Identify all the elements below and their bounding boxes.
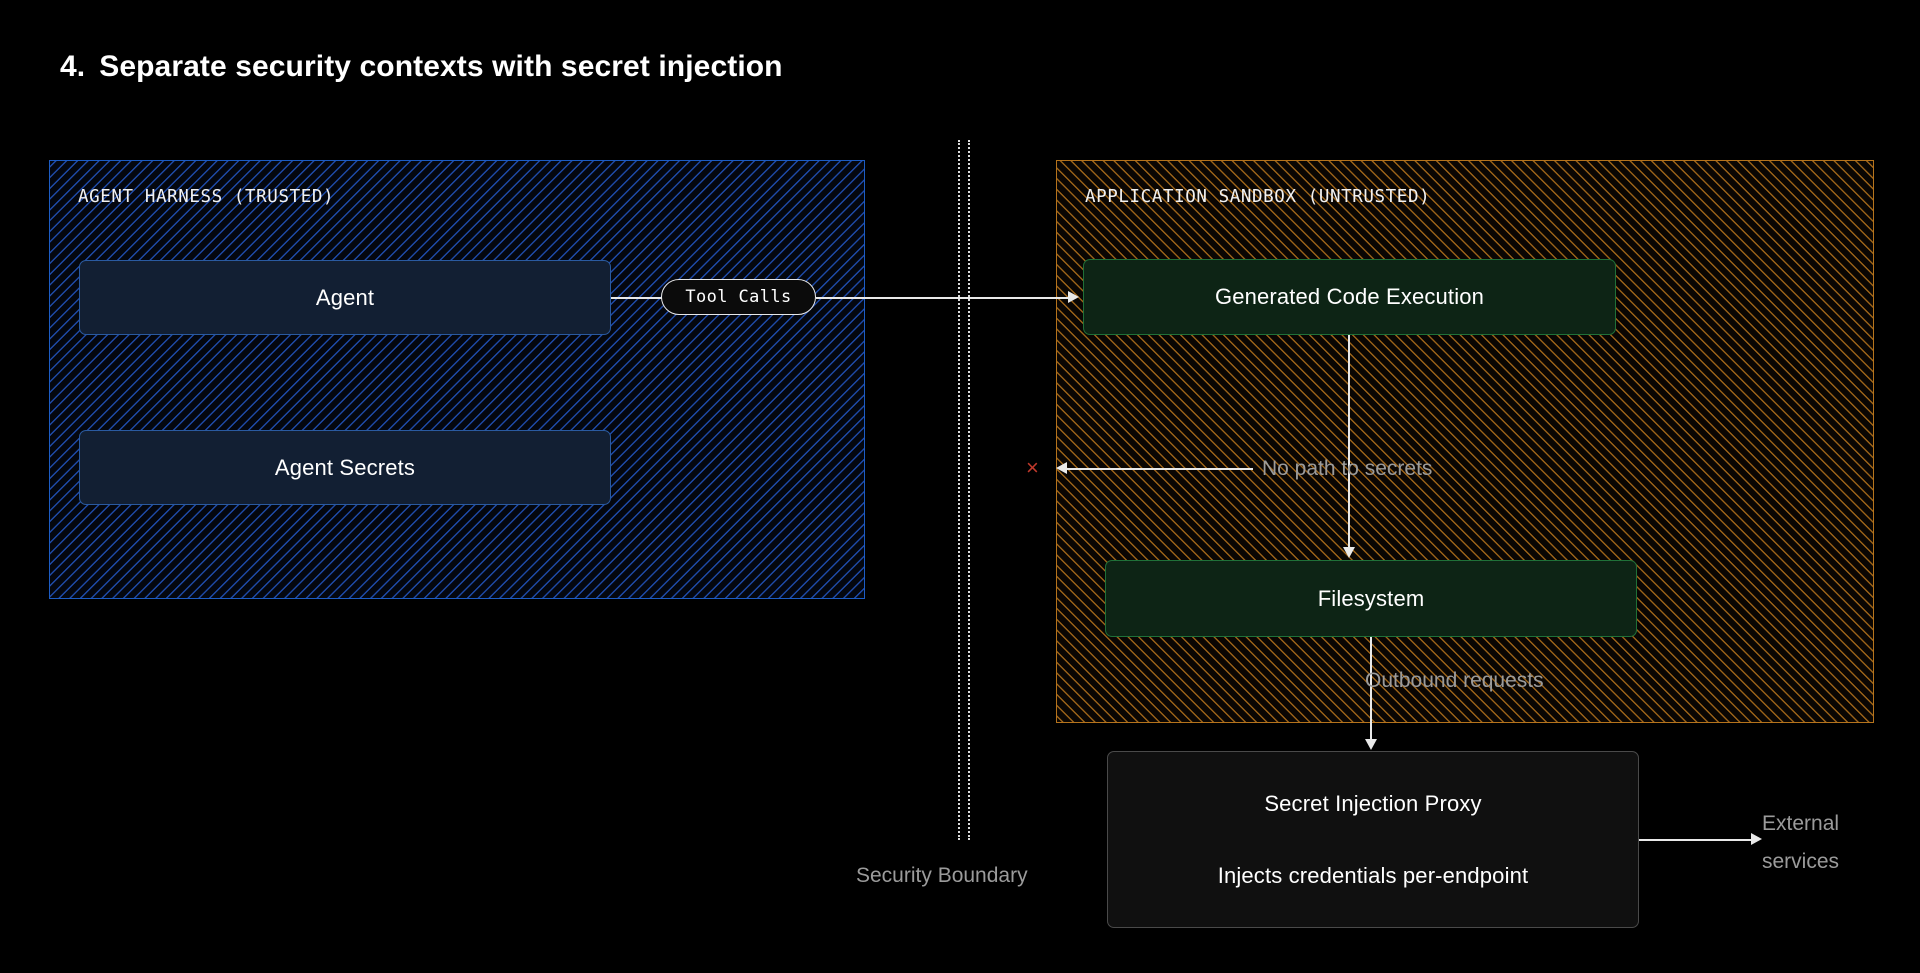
arrowhead-to-external-services-icon [1751, 833, 1762, 845]
node-agent-secrets[interactable]: Agent Secrets [79, 430, 611, 505]
blocked-x-icon: × [1026, 455, 1039, 480]
edge-filesystem-to-proxy [1370, 637, 1372, 741]
zone-application-sandbox: APPLICATION SANDBOX (UNTRUSTED) [1056, 160, 1874, 723]
page-title: 4. Separate security contexts with secre… [60, 50, 783, 84]
page-title-text: Separate security contexts with secret i… [99, 50, 783, 83]
security-boundary-label: Security Boundary [856, 864, 1028, 887]
node-agent[interactable]: Agent [79, 260, 611, 335]
edge-label-no-path-to-secrets: No path to secrets [1262, 457, 1433, 480]
zone-application-sandbox-label: APPLICATION SANDBOX (UNTRUSTED) [1085, 187, 1431, 207]
arrowhead-to-code-execution-icon [1068, 291, 1079, 303]
zone-agent-harness: AGENT HARNESS (TRUSTED) [49, 160, 865, 599]
node-secret-injection-proxy-subtitle: Injects credentials per-endpoint [1217, 862, 1529, 888]
security-boundary-line-left [958, 140, 960, 840]
node-generated-code-execution[interactable]: Generated Code Execution [1083, 259, 1616, 335]
node-generated-code-execution-label: Generated Code Execution [1215, 284, 1484, 309]
arrowhead-to-filesystem-icon [1342, 547, 1355, 558]
security-boundary-line-right [968, 140, 970, 840]
edge-code-execution-to-filesystem [1348, 335, 1350, 549]
edge-label-outbound-requests: Outbound requests [1365, 669, 1544, 692]
edge-tool-calls-to-code-execution [816, 297, 1069, 299]
arrowhead-no-path-to-secrets-icon [1056, 462, 1067, 474]
node-filesystem[interactable]: Filesystem [1105, 560, 1637, 637]
edge-label-tool-calls-text: Tool Calls [685, 287, 792, 307]
edge-no-path-to-secrets [1066, 468, 1253, 470]
node-agent-label: Agent [315, 284, 375, 310]
node-secret-injection-proxy-title: Secret Injection Proxy [1264, 790, 1482, 816]
edge-proxy-to-external-services [1639, 839, 1753, 841]
arrowhead-to-proxy-icon [1364, 739, 1377, 750]
node-filesystem-label: Filesystem [1317, 585, 1425, 611]
page-title-number: 4. [60, 50, 86, 83]
edge-agent-to-tool-calls [611, 297, 663, 299]
label-external-services: External services [1762, 812, 1840, 873]
edge-label-tool-calls: Tool Calls [661, 279, 816, 315]
zone-agent-harness-label: AGENT HARNESS (TRUSTED) [78, 187, 335, 207]
node-secret-injection-proxy[interactable]: Secret Injection Proxy Injects credentia… [1107, 751, 1639, 928]
node-agent-secrets-label: Agent Secrets [274, 454, 416, 480]
